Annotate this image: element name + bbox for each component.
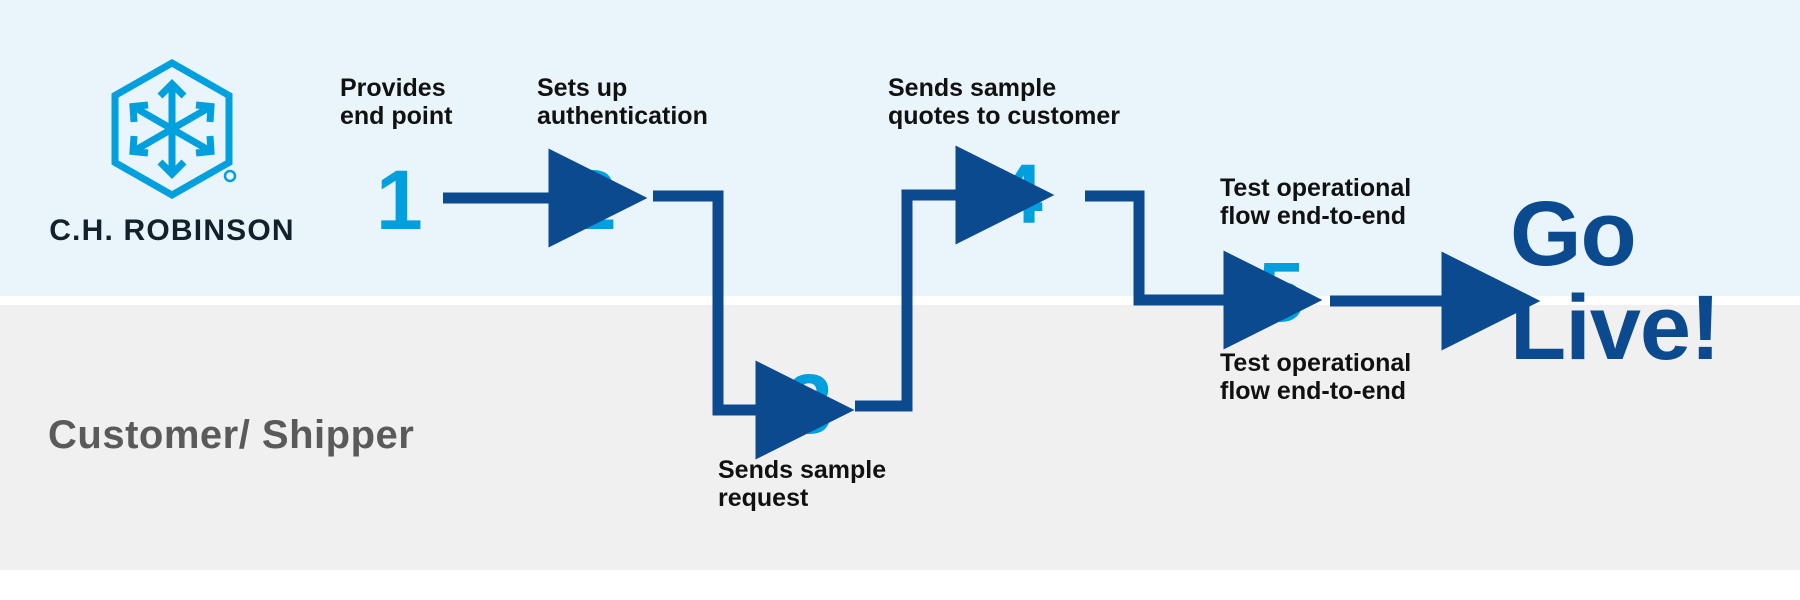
step-2-caption: Sets up authentication [537, 74, 708, 130]
step-number-1: 1 [376, 153, 423, 247]
step-5-caption-below: Test operational flow end-to-end [1220, 349, 1412, 405]
brand-logo: C.H. ROBINSON [48, 58, 296, 248]
step-5-caption-above: Test operational flow end-to-end [1220, 174, 1412, 230]
brand-wordmark: C.H. ROBINSON [49, 214, 295, 247]
go-live-label: Go Live! [1510, 183, 1721, 379]
step-4-caption: Sends sample quotes to customer [888, 74, 1120, 130]
step-number-3: 3 [786, 357, 833, 451]
step-3-caption: Sends sample request [718, 456, 887, 512]
hexagon-arrows-logo-icon [48, 58, 296, 200]
step-number-4: 4 [996, 147, 1043, 241]
step-1-caption: Provides end point [340, 74, 453, 130]
step-number-5: 5 [1258, 245, 1305, 339]
role-label-customer-shipper: Customer/ Shipper [48, 413, 415, 457]
step-number-2: 2 [570, 153, 617, 247]
